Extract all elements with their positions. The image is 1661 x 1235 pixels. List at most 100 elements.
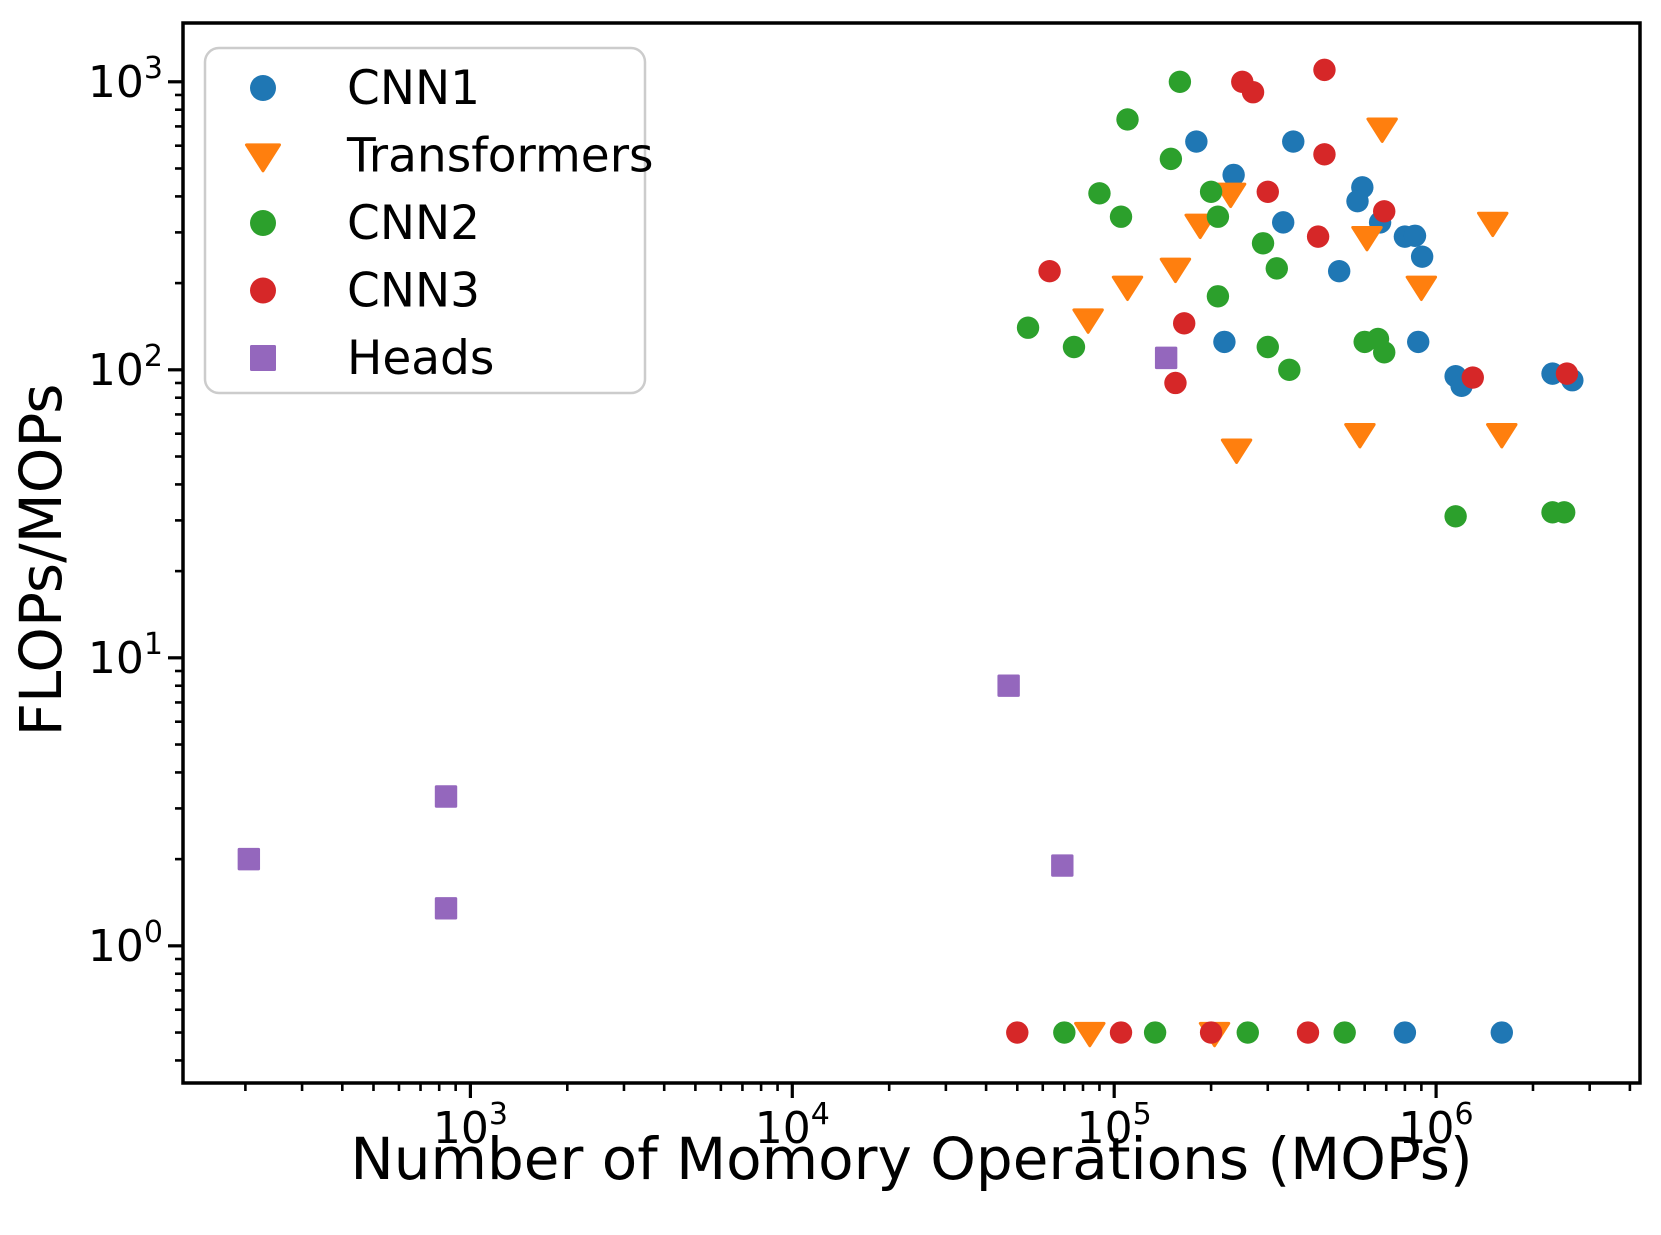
legend-label: Heads [347,331,494,386]
point-CNN3 [1172,312,1196,335]
y-axis-label: FLOPs/MOPs [7,383,76,737]
legend-label: CNN2 [347,196,480,251]
legend-label: CNN1 [347,61,480,116]
tick-label: 102 [88,339,163,396]
point-Transformers [1220,438,1253,464]
point-CNN2 [1373,341,1396,364]
point-CNN1 [1213,330,1236,354]
point-CNN1 [1346,189,1369,213]
legend-item-CNN2: CNN2 [250,196,480,251]
point-CNN1 [1271,211,1295,234]
point-CNN3 [1199,1021,1223,1044]
legend-item-CNN1: CNN1 [250,61,480,116]
point-CNN1 [1490,1021,1513,1044]
series-CNN3 [1006,58,1579,1044]
point-CNN3 [1313,143,1336,166]
point-CNN1 [1185,130,1208,153]
point-Transformers [1159,257,1192,284]
point-CNN2 [1109,205,1133,228]
point-Transformers [1477,211,1509,238]
point-CNN1 [1327,259,1351,283]
point-CNN3 [1006,1021,1029,1044]
tick-label: 103 [433,1097,508,1154]
point-CNN1 [1393,1021,1417,1044]
tick-label: 106 [1399,1097,1474,1154]
point-CNN2 [1206,205,1230,228]
point-CNN2 [1168,70,1192,93]
point-Transformers [1214,182,1247,209]
series-Transformers [1072,117,1518,1048]
legend-label: CNN3 [347,264,480,319]
point-CNN1 [1407,330,1430,354]
triangle-down-icon [244,143,282,173]
point-CNN2 [1265,257,1288,280]
point-Heads [434,897,458,920]
point-Transformers [1486,423,1518,449]
point-Transformers [1344,423,1376,449]
point-CNN2 [1053,1021,1076,1044]
circle-icon [250,210,276,236]
point-CNN3 [1241,81,1265,104]
point-CNN2 [1159,147,1183,171]
series-CNN2 [1016,70,1576,1044]
point-Transformers [1074,1021,1106,1048]
point-Heads [1154,346,1178,370]
point-Transformers [1405,275,1438,301]
legend-box [203,46,647,395]
square-icon [250,345,276,371]
point-Heads [434,785,458,808]
point-CNN2 [1278,358,1301,382]
point-CNN3 [1306,225,1330,248]
series-CNN1 [1185,130,1584,1044]
series-Heads [237,346,1178,920]
point-Heads [1051,854,1074,877]
point-Heads [237,847,261,871]
point-Transformers [1366,117,1398,143]
point-CNN2 [1199,180,1223,203]
point-CNN2 [1116,108,1139,131]
point-CNN3 [1164,371,1187,395]
point-CNN3 [1296,1021,1320,1044]
tick-label: 105 [1077,1097,1152,1154]
plot-frame [181,21,1642,1085]
point-Transformers [1351,225,1383,252]
point-Transformers [1184,213,1216,240]
point-CNN2 [1256,335,1279,359]
point-CNN2 [1552,501,1576,524]
point-CNN2 [1444,505,1467,528]
circle-icon [250,75,276,101]
point-Heads [997,674,1020,697]
legend-label: Transformers [346,129,654,184]
point-CNN2 [1016,316,1040,339]
circle-icon [250,277,276,304]
point-CNN2 [1333,1021,1356,1044]
point-CNN1 [1222,163,1245,187]
point-CNN3 [1256,180,1279,203]
point-CNN2 [1206,285,1230,308]
point-CNN3 [1461,366,1484,389]
point-CNN3 [1109,1021,1133,1044]
legend-item-Heads: Heads [250,331,494,386]
point-Transformers [1072,308,1104,334]
tick-label: 104 [755,1097,830,1154]
point-CNN2 [1062,335,1086,359]
tick-label: 100 [88,915,163,972]
legend-item-Transformers: Transformers [244,129,654,184]
axis-ticks: 103 104 105 106 100 101 102 103 [88,51,1632,1154]
point-CNN3 [1373,200,1396,223]
point-CNN3 [1038,259,1061,283]
point-CNN2 [1143,1021,1167,1044]
x-axis-label: Number of Momory Operations (MOPs) [350,1125,1473,1193]
point-CNN2 [1236,1021,1259,1044]
tick-label: 103 [88,51,163,108]
tick-label: 101 [88,627,163,684]
point-CNN1 [1282,130,1305,153]
point-CNN2 [1251,232,1275,255]
point-CNN3 [1313,58,1336,82]
legend-item-CNN3: CNN3 [250,264,480,319]
point-CNN3 [1555,362,1579,385]
point-Transformers [1111,275,1144,301]
